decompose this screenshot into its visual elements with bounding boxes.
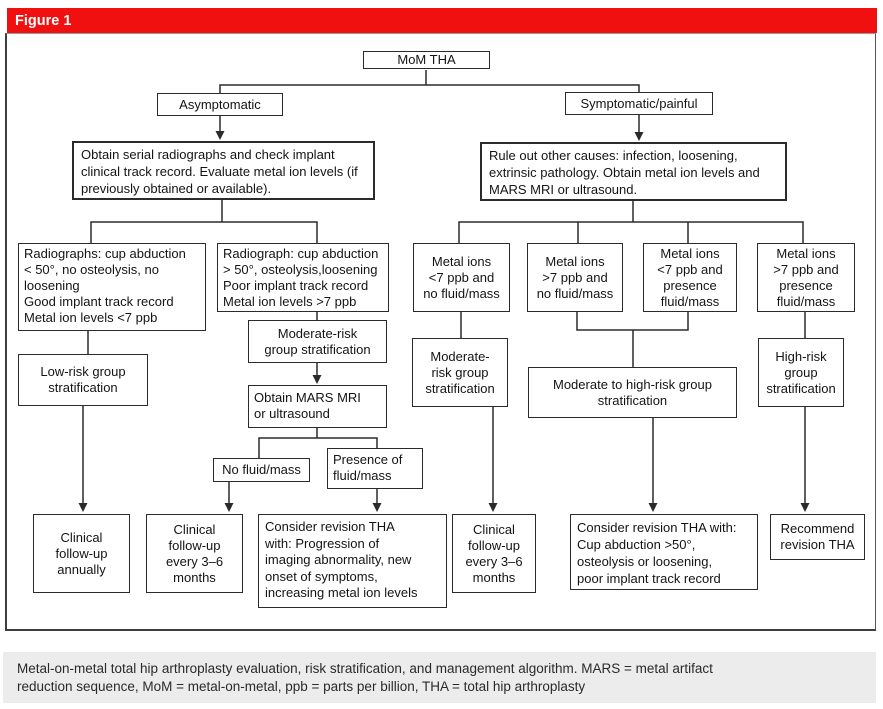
flow-node-low-risk-group: Low-risk group stratification (18, 354, 148, 406)
flow-node-symptomatic: Symptomatic/painful (565, 92, 713, 115)
flow-node-rule-out-other-causes: Rule out other causes: infection, loosen… (480, 142, 787, 201)
flow-node-consider-revision-cup: Consider revision THA with: Cup abductio… (570, 514, 758, 590)
flow-node-obtain-serial-radiographs: Obtain serial radiographs and check impl… (72, 141, 375, 200)
flow-node-mom-tha: MoM THA (363, 51, 490, 69)
flow-node-obtain-mars-mri: Obtain MARS MRI or ultrasound (248, 385, 387, 428)
flow-node-metal-ions-gt7-fluid: Metal ions >7 ppb and presence fluid/mas… (757, 243, 855, 312)
figure-label: Figure 1 (15, 12, 72, 29)
flow-node-high-risk-group: High-risk group stratification (758, 338, 844, 407)
flow-node-radiograph-gt50: Radiograph: cup abduction > 50°, osteoly… (217, 243, 389, 312)
flow-node-asymptomatic: Asymptomatic (157, 93, 283, 116)
flow-node-presence-fluid-mass: Presence of fluid/mass (327, 448, 423, 489)
flow-node-moderate-to-high-risk-group: Moderate to high-risk group stratificati… (528, 367, 737, 418)
figure-header: Figure 1 (7, 8, 877, 33)
flow-node-moderate-risk-group: Moderate-risk group stratification (248, 320, 387, 363)
flow-node-metal-ions-lt7-no-fluid: Metal ions <7 ppb and no fluid/mass (413, 243, 510, 312)
flow-node-recommend-revision: Recommend revision THA (770, 514, 865, 560)
flow-node-no-fluid-mass: No fluid/mass (213, 458, 310, 482)
figure-caption: Metal-on-metal total hip arthroplasty ev… (3, 652, 876, 703)
flow-node-clinical-followup-3-6-right: Clinical follow-up every 3–6 months (452, 514, 536, 593)
flow-node-metal-ions-lt7-fluid: Metal ions <7 ppb and presence fluid/mas… (643, 243, 737, 312)
flow-node-moderate-risk-group-right: Moderate- risk group stratification (412, 338, 508, 407)
flow-node-clinical-followup-annually: Clinical follow-up annually (33, 514, 130, 593)
flow-node-clinical-followup-3-6-left: Clinical follow-up every 3–6 months (146, 514, 243, 593)
flow-node-radiographs-lt50: Radiographs: cup abduction < 50°, no ost… (18, 243, 206, 331)
flow-node-consider-revision-imaging: Consider revision THA with: Progression … (258, 514, 447, 608)
flow-node-metal-ions-gt7-no-fluid: Metal ions >7 ppb and no fluid/mass (527, 243, 623, 312)
